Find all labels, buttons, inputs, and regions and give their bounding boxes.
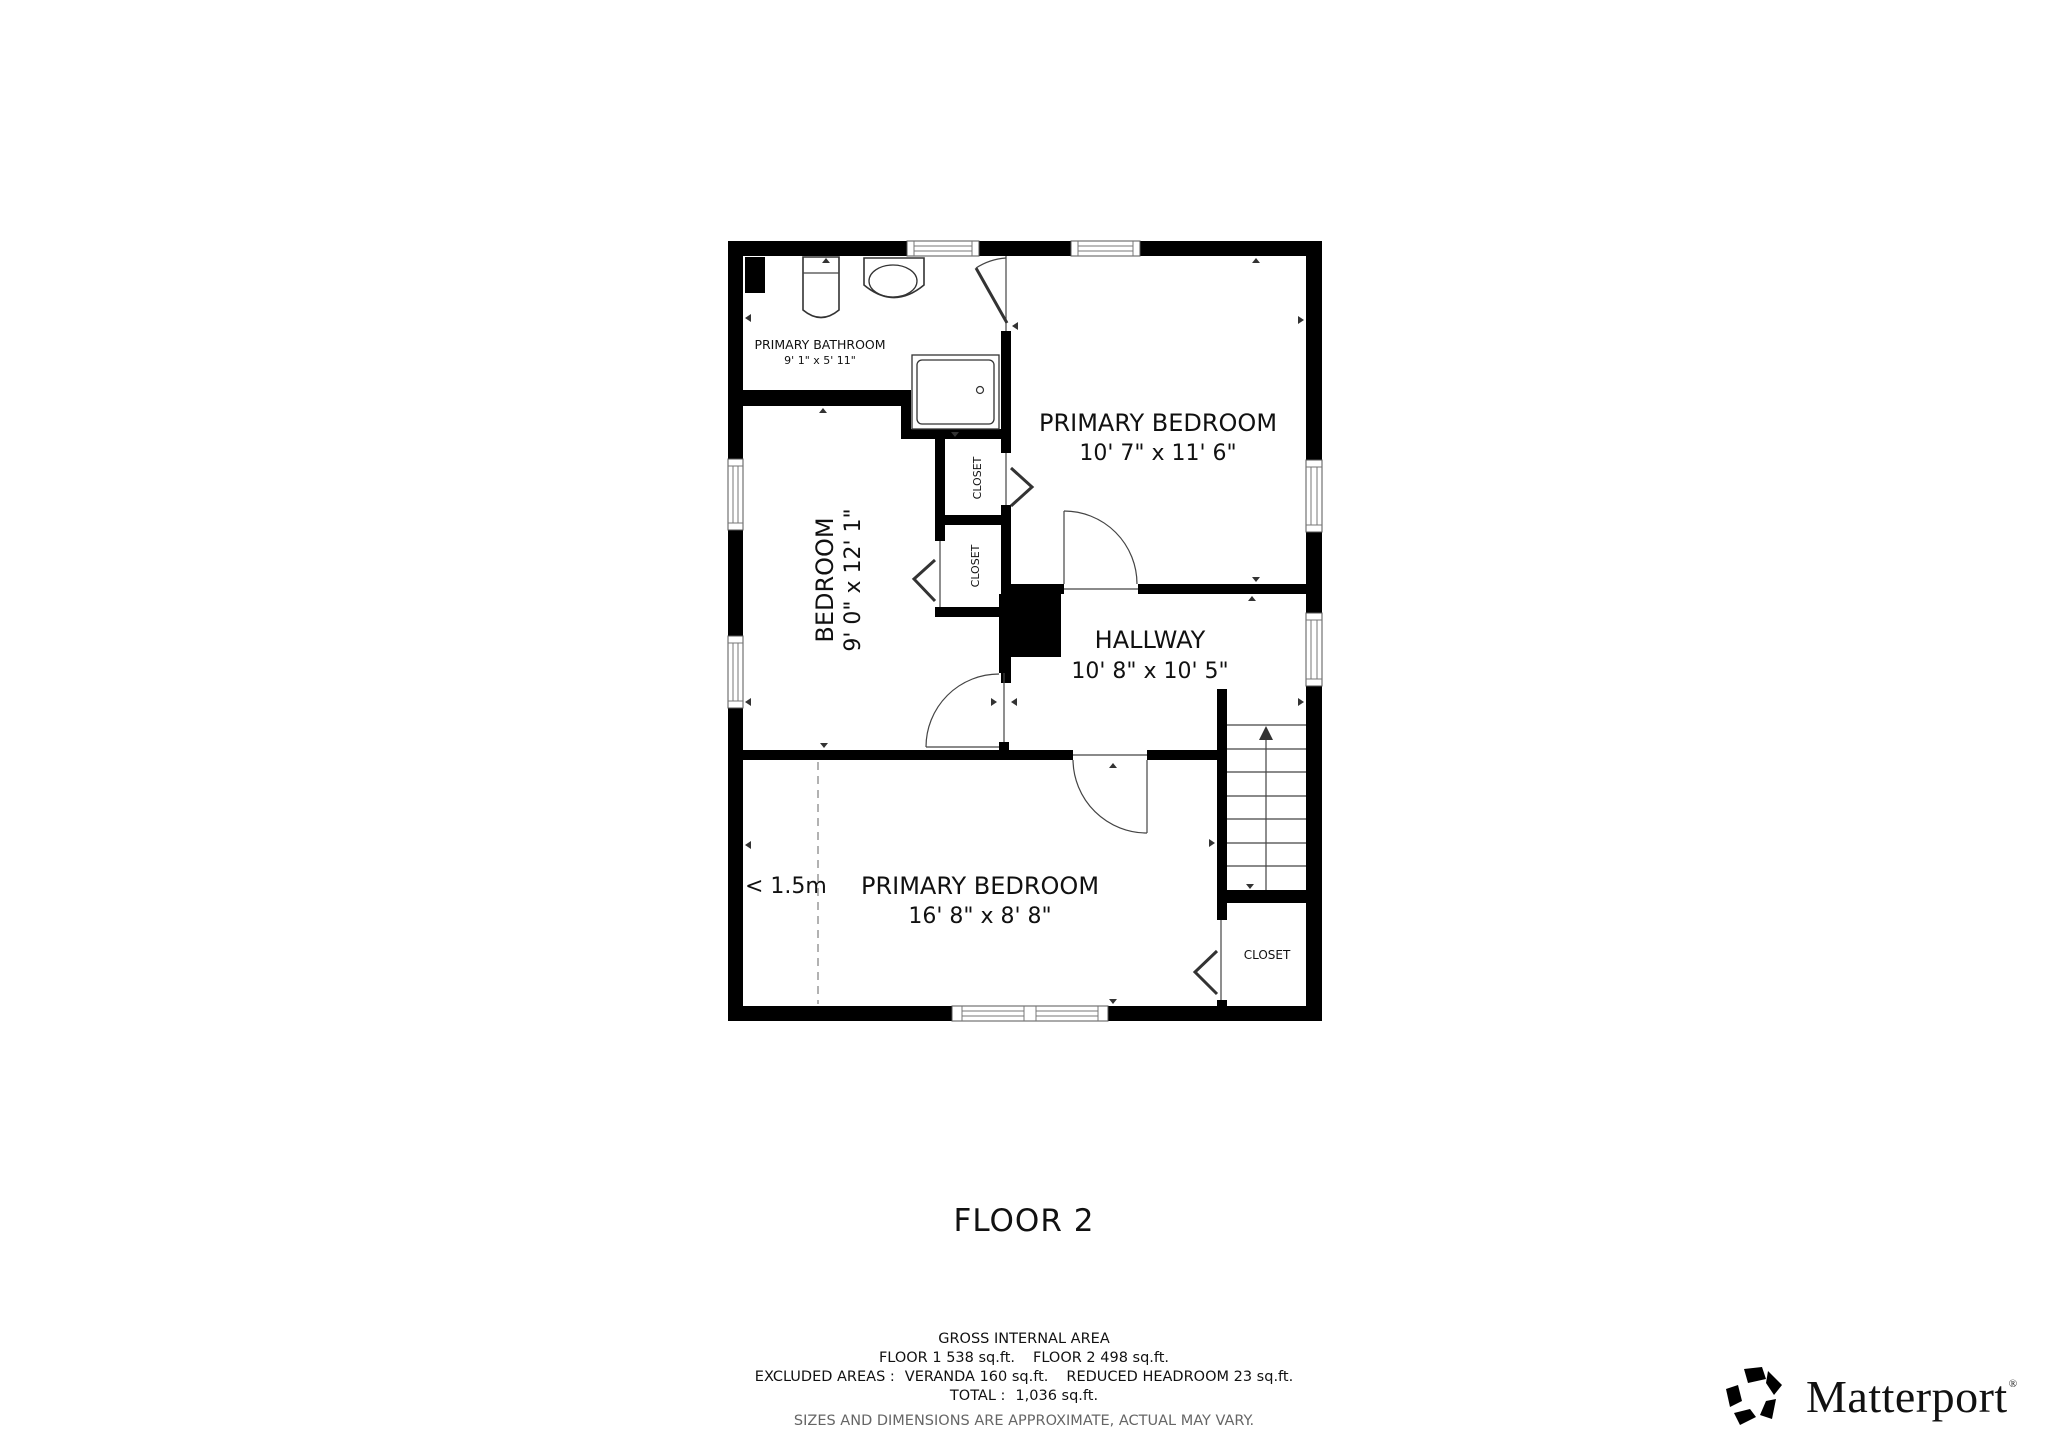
window-bedroom-right	[1305, 459, 1323, 533]
room-labels: PRIMARY BATHROOM 9' 1" x 5' 11" PRIMARY …	[745, 337, 1291, 962]
door-bedroom	[925, 673, 1000, 748]
door-openings	[935, 256, 1227, 1000]
area-reduced-headroom: REDUCED HEADROOM 23 sq.ft.	[1066, 1369, 1294, 1385]
shower-icon	[911, 354, 1000, 430]
matterport-logo: Matterport®	[1722, 1362, 2018, 1430]
window-bedroom-left-1	[727, 458, 744, 531]
wordmark-text: Matterport	[1806, 1370, 2008, 1422]
area-heading: GROSS INTERNAL AREA	[938, 1331, 1110, 1347]
door-closet-upper	[1009, 466, 1035, 508]
area-excluded-label: EXCLUDED AREAS :	[754, 1369, 895, 1385]
door-primary-bedroom-upper	[1063, 510, 1138, 585]
room-label-closet-stairs: CLOSET	[1244, 948, 1291, 962]
room-dims-hallway: 10' 8" x 10' 5"	[1071, 659, 1228, 684]
room-label-primary-bedroom-lower: PRIMARY BEDROOM	[861, 872, 1099, 900]
room-label-primary-bedroom-upper: PRIMARY BEDROOM	[1039, 409, 1277, 437]
staircase	[1227, 724, 1306, 890]
area-floors-line: FLOOR 1 538 sq.ft. FLOOR 2 498 sq.ft.	[0, 1349, 2048, 1368]
matterport-logo-icon	[1726, 1367, 1782, 1425]
room-label-closet-upper: CLOSET	[971, 456, 984, 499]
area-veranda: VERANDA 160 sq.ft.	[904, 1369, 1049, 1385]
toilet-icon	[802, 256, 840, 319]
room-dims-primary-bedroom-lower: 16' 8" x 8' 8"	[908, 904, 1051, 929]
room-label-bedroom: BEDROOM	[811, 517, 839, 642]
room-label-primary-bathroom: PRIMARY BATHROOM	[754, 337, 885, 352]
room-label-hallway: HALLWAY	[1095, 626, 1206, 654]
window-hallway-right	[1305, 612, 1323, 687]
room-dims-bedroom: 9' 0" x 12' 1"	[841, 508, 866, 651]
area-total-label: TOTAL :	[949, 1388, 1006, 1404]
matterport-wordmark: Matterport®	[1806, 1370, 2018, 1423]
reduced-headroom-note: < 1.5m	[745, 874, 827, 899]
vanity-block	[745, 257, 765, 293]
windows	[727, 240, 1323, 1022]
bathroom-fixtures	[745, 256, 1000, 430]
stair-up-arrow-icon	[1259, 726, 1273, 740]
doors	[911, 257, 1219, 996]
measurement-markers	[745, 258, 1304, 1004]
area-floor2: FLOOR 2 498 sq.ft.	[1033, 1350, 1170, 1366]
window-bottom	[951, 1005, 1109, 1022]
door-closet-stairs	[1192, 949, 1219, 996]
registered-mark: ®	[2008, 1377, 2018, 1390]
window-bedroom-top	[1070, 240, 1141, 257]
door-primary-bedroom-lower	[1072, 759, 1148, 834]
area-total-value: 1,036 sq.ft.	[1015, 1388, 1099, 1404]
room-label-closet-middle: CLOSET	[969, 544, 982, 587]
area-total-line: TOTAL : 1,036 sq.ft.	[0, 1387, 2048, 1406]
window-bedroom-left-2	[727, 635, 744, 709]
area-summary: GROSS INTERNAL AREA FLOOR 1 538 sq.ft.FL…	[0, 1330, 2048, 1431]
disclaimer: SIZES AND DIMENSIONS ARE APPROXIMATE, AC…	[793, 1413, 1255, 1429]
door-bathroom	[974, 257, 1009, 324]
window-bathroom-top	[906, 240, 980, 257]
area-excluded-line: EXCLUDED AREAS : VERANDA 160 sq.ft. REDUCE…	[0, 1368, 2048, 1387]
room-dims-primary-bathroom: 9' 1" x 5' 11"	[784, 354, 856, 367]
sink-icon	[863, 257, 925, 299]
area-floor1: FLOOR 1 538 sq.ft.	[878, 1350, 1015, 1366]
floor-label: FLOOR 2	[953, 1203, 1095, 1239]
room-dims-primary-bedroom-upper: 10' 7" x 11' 6"	[1079, 441, 1236, 466]
door-closet-middle	[911, 558, 937, 603]
